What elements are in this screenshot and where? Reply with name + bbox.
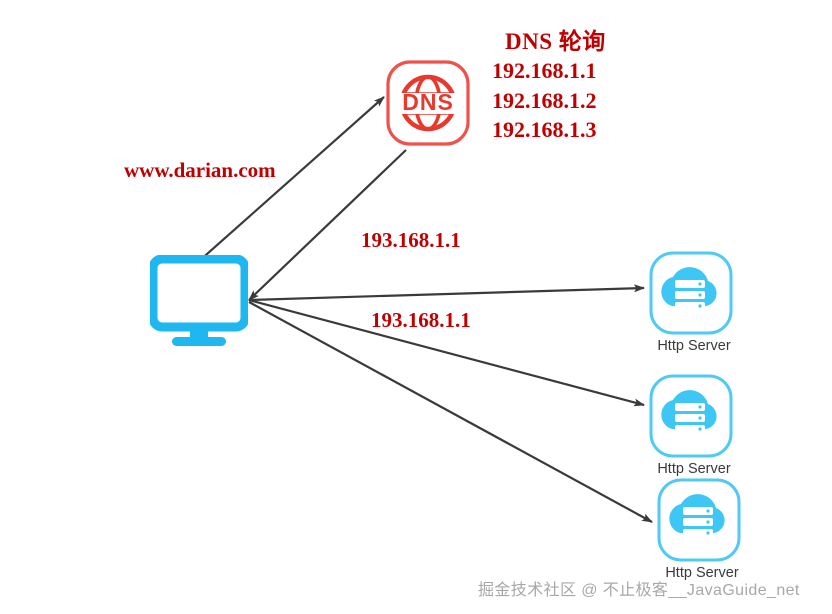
client-computer-node[interactable]: [148, 254, 250, 351]
dns-icon-text: DNS: [402, 89, 454, 115]
http-server-caption-3: Http Server: [665, 565, 739, 581]
dns-server-node[interactable]: DNS: [384, 56, 472, 150]
watermark-text: 掘金技术社区 @ 不止极客__JavaGuide_net: [478, 582, 800, 599]
desktop-monitor-icon: [148, 254, 250, 346]
cloud-server-icon: [649, 251, 733, 335]
http-server-node-2[interactable]: Http Server: [648, 373, 734, 477]
cloud-server-icon: [657, 478, 741, 562]
resolved-ip-label-lower: 193.168.1.1: [371, 308, 471, 332]
domain-label: www.darian.com: [124, 158, 276, 182]
edge-client-to-server-1: [248, 284, 645, 302]
dns-ip-entry-3: 192.168.1.3: [492, 117, 597, 142]
http-server-caption-2: Http Server: [657, 461, 731, 477]
edge-client-to-server-3: [248, 301, 653, 523]
http-server-node-1[interactable]: Http Server: [648, 250, 734, 354]
resolved-ip-label-upper: 193.168.1.1: [361, 228, 461, 252]
dns-ip-entry-1: 192.168.1.1: [492, 58, 597, 83]
dns-ip-entry-2: 192.168.1.2: [492, 88, 597, 113]
http-server-node-3[interactable]: Http Server: [656, 477, 742, 581]
dns-globe-icon: DNS: [386, 60, 470, 146]
http-server-caption-1: Http Server: [657, 338, 731, 354]
dns-round-robin-title: DNS 轮询: [505, 29, 606, 54]
cloud-server-icon: [649, 374, 733, 458]
